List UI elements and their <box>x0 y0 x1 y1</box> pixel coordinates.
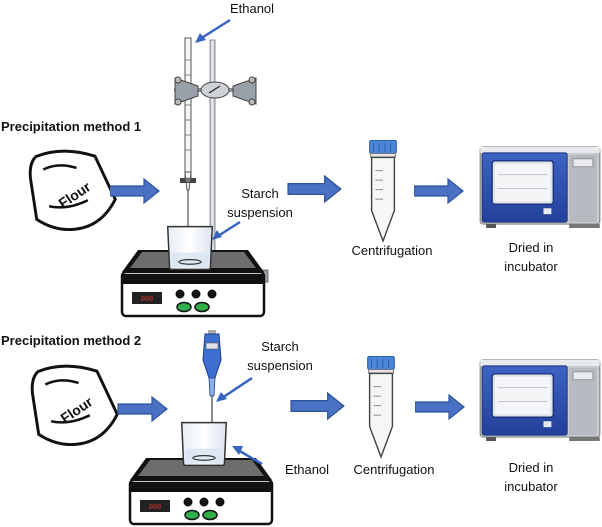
method1-title: Precipitation method 1 <box>1 119 141 134</box>
pipette-icon <box>202 330 222 428</box>
flour-bag-icon: Flour <box>28 359 122 450</box>
method2-reagent-label: Ethanol <box>285 462 329 477</box>
arrow-icon <box>287 175 342 203</box>
arrow-icon <box>414 178 464 204</box>
flour-bag-icon: Flour <box>26 144 120 235</box>
method1-reagent-label: Ethanol <box>230 1 274 16</box>
method2-suspension-label-1: Starch <box>261 339 299 354</box>
incubator-icon <box>479 146 601 229</box>
method1-suspension-label-2: suspension <box>227 205 293 220</box>
magnetic-stirrer-icon <box>128 456 274 526</box>
method1-centrifuge-label: Centrifugation <box>352 243 433 258</box>
method2-suspension-label-2: suspension <box>247 358 313 373</box>
method2-dry-label-2: incubator <box>504 479 558 494</box>
pointer-arrow <box>216 376 253 402</box>
method2-title: Precipitation method 2 <box>1 333 141 348</box>
method2-centrifuge-label: Centrifugation <box>354 462 435 477</box>
centrifuge-tube-icon <box>368 140 398 242</box>
arrow-icon <box>117 396 168 422</box>
method2-dry-label-1: Dried in <box>509 460 554 475</box>
incubator-icon <box>479 359 601 442</box>
beaker-icon <box>180 421 228 467</box>
arrow-icon <box>110 178 160 204</box>
method1-dry-label-1: Dried in <box>509 240 554 255</box>
method1-suspension-label-1: Starch <box>241 186 279 201</box>
burette-stand-icon <box>174 37 269 283</box>
pointer-arrow <box>212 220 241 240</box>
pointer-arrow <box>195 18 231 43</box>
method1-dry-label-2: incubator <box>504 259 558 274</box>
pointer-arrow <box>232 446 263 466</box>
beaker-icon <box>166 225 214 271</box>
centrifuge-tube-icon <box>366 356 396 458</box>
arrow-icon <box>415 394 465 420</box>
arrow-icon <box>290 392 345 420</box>
